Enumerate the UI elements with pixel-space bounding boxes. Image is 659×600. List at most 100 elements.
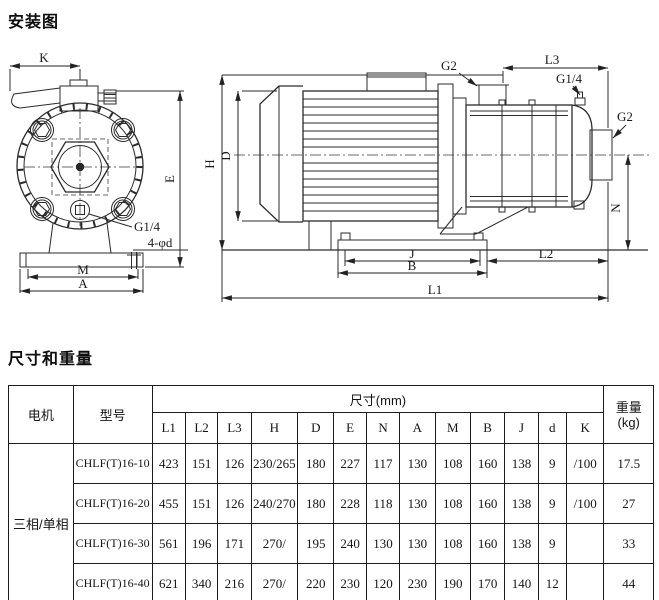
header-weight-line2: (kg) [617, 414, 640, 430]
cell-L3: 126 [217, 443, 252, 484]
dim-label-l2: L2 [539, 246, 553, 261]
dimensions-table: 电机 型号 尺寸(mm) 重量 (kg) L1 L2 L3 H D E N [8, 385, 654, 600]
discharge-spout [11, 87, 61, 109]
col-header-B: B [469, 412, 506, 444]
cell-K: /100 [565, 443, 605, 484]
fan-cover [259, 85, 303, 223]
cell-weight: 33 [603, 523, 654, 564]
cell-L3: 216 [217, 563, 252, 600]
cell-d: 9 [537, 483, 567, 524]
dim-label-holes: 4-φd [148, 235, 173, 250]
dim-label-b: B [408, 258, 417, 273]
dim-label-g14-front: G1/4 [134, 219, 161, 234]
pump-barrel [465, 104, 573, 208]
motor-flange [437, 83, 454, 229]
vent-plug [574, 91, 586, 106]
motor-type-cell: 三相/单相 [8, 443, 74, 600]
cell-A: 130 [399, 483, 436, 524]
dim-label-n: N [608, 203, 623, 213]
drain-plug [70, 200, 90, 220]
pump-front-view [11, 79, 144, 269]
bolt-bottom-left [30, 197, 54, 221]
dim-label-l3: L3 [545, 52, 559, 67]
col-header-K: K [565, 412, 605, 444]
page-title: 安装图 [8, 14, 60, 31]
adapter [452, 97, 467, 215]
dim-label-a: A [78, 276, 88, 291]
cell-E: 228 [333, 483, 367, 524]
col-header-L3: L3 [217, 412, 252, 444]
cell-M: 108 [434, 483, 471, 524]
pump-side-view [222, 72, 650, 251]
cell-A: 130 [399, 523, 436, 564]
bolt-bottom-right [111, 197, 135, 221]
cell-N: 118 [365, 483, 401, 524]
cell-L1: 423 [151, 443, 186, 484]
end-cap [571, 104, 593, 208]
table-row: CHLF(T)16-30 561 196 171 270/ 195 240 13… [9, 523, 654, 564]
table-row: 三相/单相 CHLF(T)16-10 423 151 126 230/265 1… [8, 443, 654, 600]
installation-diagram: K E G1/4 4-φd M A [9, 50, 650, 302]
model-cell: CHLF(T)16-30 [72, 523, 153, 564]
cell-B: 170 [469, 563, 506, 600]
col-header-L1: L1 [151, 412, 186, 444]
model-cell: CHLF(T)16-40 [72, 563, 153, 600]
discharge-port [478, 84, 507, 106]
cell-N: 130 [365, 523, 401, 564]
cell-K: /100 [565, 483, 605, 524]
col-header-D: D [297, 412, 335, 444]
model-cell: CHLF(T)16-20 [72, 483, 153, 524]
col-header-E: E [333, 412, 367, 444]
col-header-N: N [365, 412, 401, 444]
terminal-box [366, 72, 427, 92]
dim-label-g14-side: G1/4 [556, 71, 583, 86]
dim-label-l1: L1 [428, 282, 442, 297]
col-header-H: H [250, 412, 299, 444]
cell-weight: 44 [603, 563, 654, 600]
bolt-top-right [111, 118, 135, 142]
cell-L1: 621 [151, 563, 186, 600]
cell-L3: 171 [217, 523, 252, 564]
cell-L3: 126 [217, 483, 252, 524]
cell-B: 160 [469, 523, 506, 564]
cell-E: 227 [333, 443, 367, 484]
dim-label-e: E [162, 175, 177, 183]
cell-weight: 17.5 [603, 443, 654, 484]
dim-label-h: H [202, 159, 217, 168]
cell-L2: 196 [184, 523, 219, 564]
cell-M: 108 [434, 443, 471, 484]
cell-H: 270/ [250, 563, 299, 600]
cell-J: 138 [504, 443, 539, 484]
cell-L2: 340 [184, 563, 219, 600]
cell-L2: 151 [184, 443, 219, 484]
col-header-A: A [399, 412, 436, 444]
cell-E: 230 [333, 563, 367, 600]
cell-d: 9 [537, 523, 567, 564]
cell-d: 12 [537, 563, 567, 600]
top-cap [69, 79, 88, 87]
col-header-d: d [537, 412, 567, 444]
section-title-dimensions: 尺寸和重量 [8, 351, 94, 368]
dim-label-g2-right: G2 [617, 109, 633, 124]
cell-L2: 151 [184, 483, 219, 524]
cell-N: 117 [365, 443, 401, 484]
cell-L1: 561 [151, 523, 186, 564]
header-model: 型号 [72, 385, 153, 444]
cell-H: 270/ [250, 523, 299, 564]
terminal-box-front [59, 85, 99, 112]
cell-D: 195 [297, 523, 335, 564]
cell-N: 120 [365, 563, 401, 600]
cell-D: 180 [297, 483, 335, 524]
col-header-L2: L2 [184, 412, 219, 444]
motor-body [302, 90, 439, 222]
model-cell: CHLF(T)16-10 [72, 443, 153, 484]
bolt-top-left [30, 118, 54, 142]
dim-label-m: M [77, 262, 89, 277]
cell-weight: 27 [603, 483, 654, 524]
col-header-J: J [504, 412, 539, 444]
cell-K [565, 523, 605, 564]
cell-d: 9 [537, 443, 567, 484]
dim-label-g2-top: G2 [441, 58, 457, 73]
cell-M: 108 [434, 523, 471, 564]
